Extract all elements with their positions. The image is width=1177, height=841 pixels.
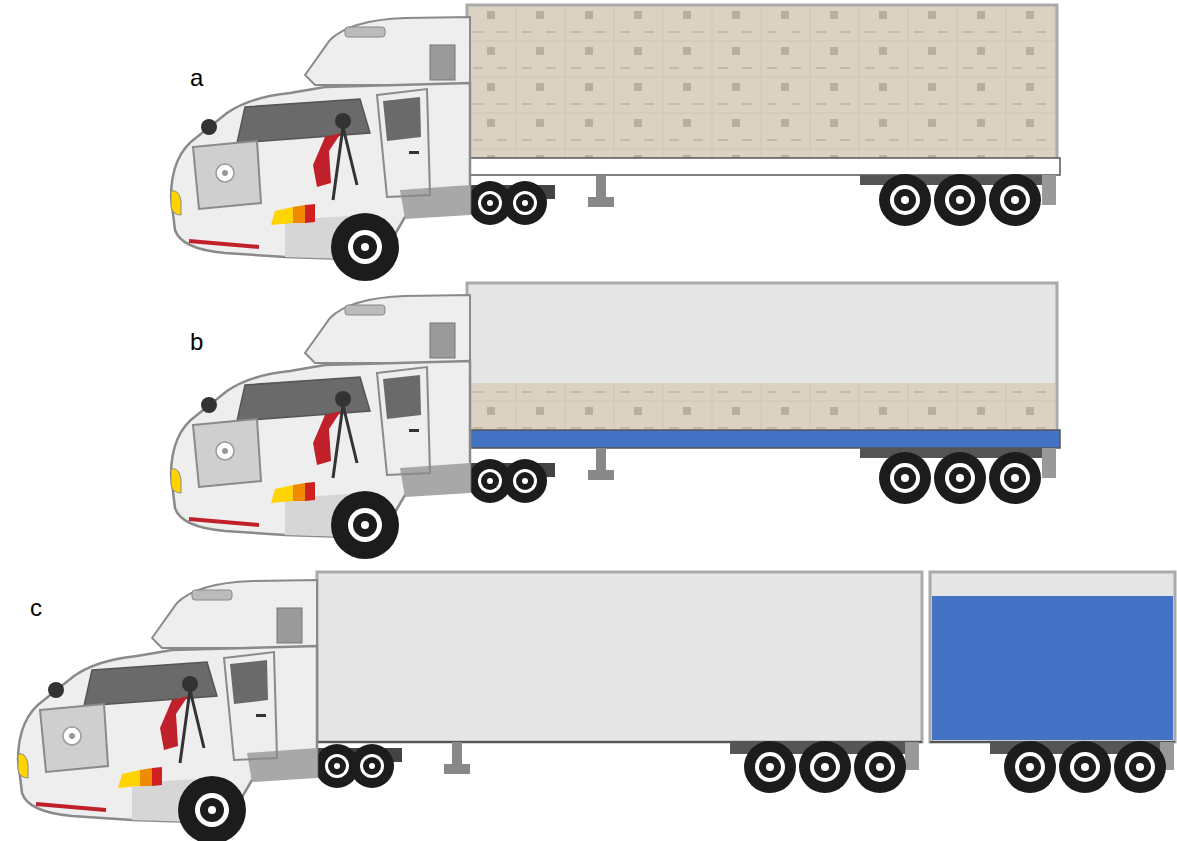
truck-label: c xyxy=(30,596,42,620)
truck-label: b xyxy=(190,330,203,354)
truck-label: a xyxy=(190,66,203,90)
